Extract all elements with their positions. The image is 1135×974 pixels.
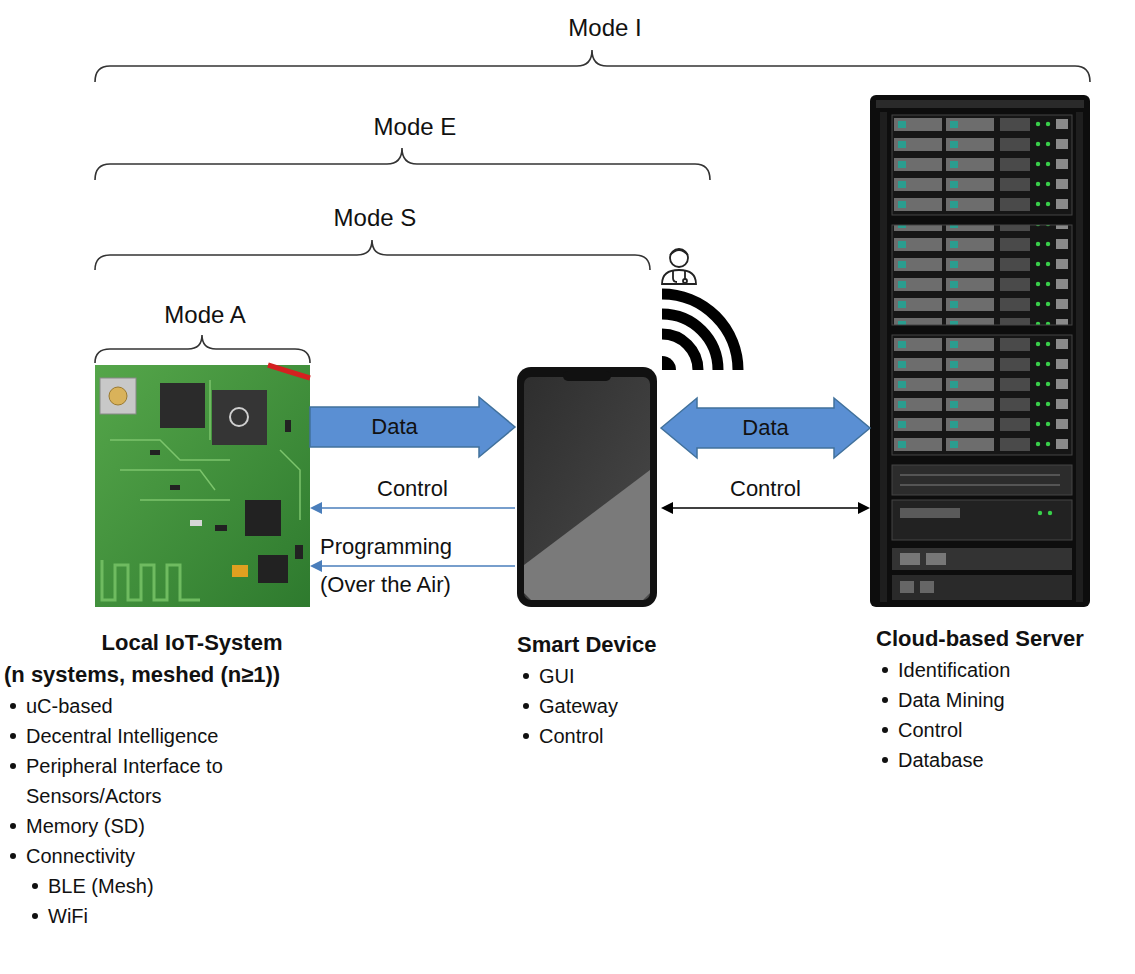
doctor-icon — [662, 249, 696, 284]
feature-text: Data Mining — [898, 685, 1100, 715]
bullet-item: Peripheral Interface to Sensors/Actors — [4, 751, 310, 811]
arrow-line — [321, 507, 515, 509]
arrow-body — [661, 398, 870, 458]
heading-text: (n systems, meshed (n≥1)) — [4, 659, 310, 691]
wifi-symbol — [662, 294, 738, 370]
bullet-dot — [882, 667, 888, 673]
bullet-item: Gateway — [517, 691, 661, 721]
heading-text: Smart Device — [517, 629, 661, 661]
bullet-item: Data Mining — [876, 685, 1100, 715]
arrow-line — [321, 565, 515, 567]
bullet-dot — [523, 673, 529, 679]
control-arrow — [310, 502, 515, 514]
feature-text: WiFi — [48, 901, 310, 931]
data-flow-arrow — [661, 398, 870, 458]
bullet-dot — [882, 697, 888, 703]
connector-label: Control — [377, 476, 448, 502]
component-block: Local IoT-System(n systems, meshed (n≥1)… — [4, 365, 310, 931]
connector-label: Data — [371, 414, 417, 440]
mode-label: Mode E — [374, 113, 457, 141]
bullet-dot — [523, 733, 529, 739]
component-heading: Local IoT-System — [74, 627, 310, 659]
component-heading: Cloud-based Server — [876, 623, 1100, 655]
arrow-body — [310, 397, 515, 457]
mode-label: Mode S — [334, 204, 417, 232]
data-flow-arrow — [310, 397, 515, 457]
feature-text: Control — [898, 715, 1100, 745]
bullet-item: Identification — [876, 655, 1100, 685]
smartphone — [517, 367, 657, 607]
bullet-item: Control — [517, 721, 661, 751]
component-heading: (n systems, meshed (n≥1)) — [4, 659, 310, 691]
bullet-item: uC-based — [4, 691, 310, 721]
bullet-item: Memory (SD) — [4, 811, 310, 841]
arrow-head — [661, 502, 673, 514]
feature-text: Decentral Intelligence — [26, 721, 310, 751]
heading-text: Local IoT-System — [74, 627, 310, 659]
bullet-dot — [10, 703, 16, 709]
component-block: Cloud-based ServerIdentificationData Min… — [870, 95, 1100, 775]
feature-text: uC-based — [26, 691, 310, 721]
bullet-item: Control — [876, 715, 1100, 745]
bullet-item: GUI — [517, 661, 661, 691]
feature-text: Identification — [898, 655, 1100, 685]
feature-text: Connectivity — [26, 841, 310, 871]
arrow-head — [858, 502, 870, 514]
bullet-dot — [10, 823, 16, 829]
pcb-board — [95, 365, 310, 607]
bullet-dot — [523, 703, 529, 709]
feature-text: BLE (Mesh) — [48, 871, 310, 901]
bullet-dot — [882, 757, 888, 763]
feature-text: Peripheral Interface to Sensors/Actors — [26, 751, 310, 811]
bullet-item: Connectivity — [4, 841, 310, 871]
bullet-item: BLE (Mesh) — [4, 871, 310, 901]
bullet-dot — [10, 733, 16, 739]
control-arrow — [661, 502, 870, 514]
arrow-head — [310, 502, 322, 514]
feature-text: Control — [539, 721, 661, 751]
connector-label: Programming (Over the Air) — [320, 528, 470, 604]
component-heading: Smart Device — [517, 629, 661, 661]
feature-text: Database — [898, 745, 1100, 775]
bullet-dot — [10, 853, 16, 859]
mode-label: Mode A — [164, 301, 245, 329]
server-rack — [870, 95, 1090, 607]
control-arrow — [310, 560, 515, 572]
heading-text: Cloud-based Server — [876, 623, 1100, 655]
feature-text: GUI — [539, 661, 661, 691]
feature-text: Gateway — [539, 691, 661, 721]
bullet-dot — [882, 727, 888, 733]
bullet-dot — [32, 883, 38, 889]
bullet-dot — [32, 913, 38, 919]
bullet-item: Decentral Intelligence — [4, 721, 310, 751]
bullet-item: WiFi — [4, 901, 310, 931]
connector-label: Data — [742, 415, 788, 441]
arrow-head — [310, 560, 322, 572]
component-block: Smart DeviceGUIGatewayControl — [515, 367, 661, 751]
mode-label: Mode I — [568, 14, 641, 42]
bullet-dot — [10, 763, 16, 769]
bullet-item: Database — [876, 745, 1100, 775]
feature-text: Memory (SD) — [26, 811, 310, 841]
arrow-line — [672, 507, 859, 509]
connector-label: Control — [730, 476, 801, 502]
